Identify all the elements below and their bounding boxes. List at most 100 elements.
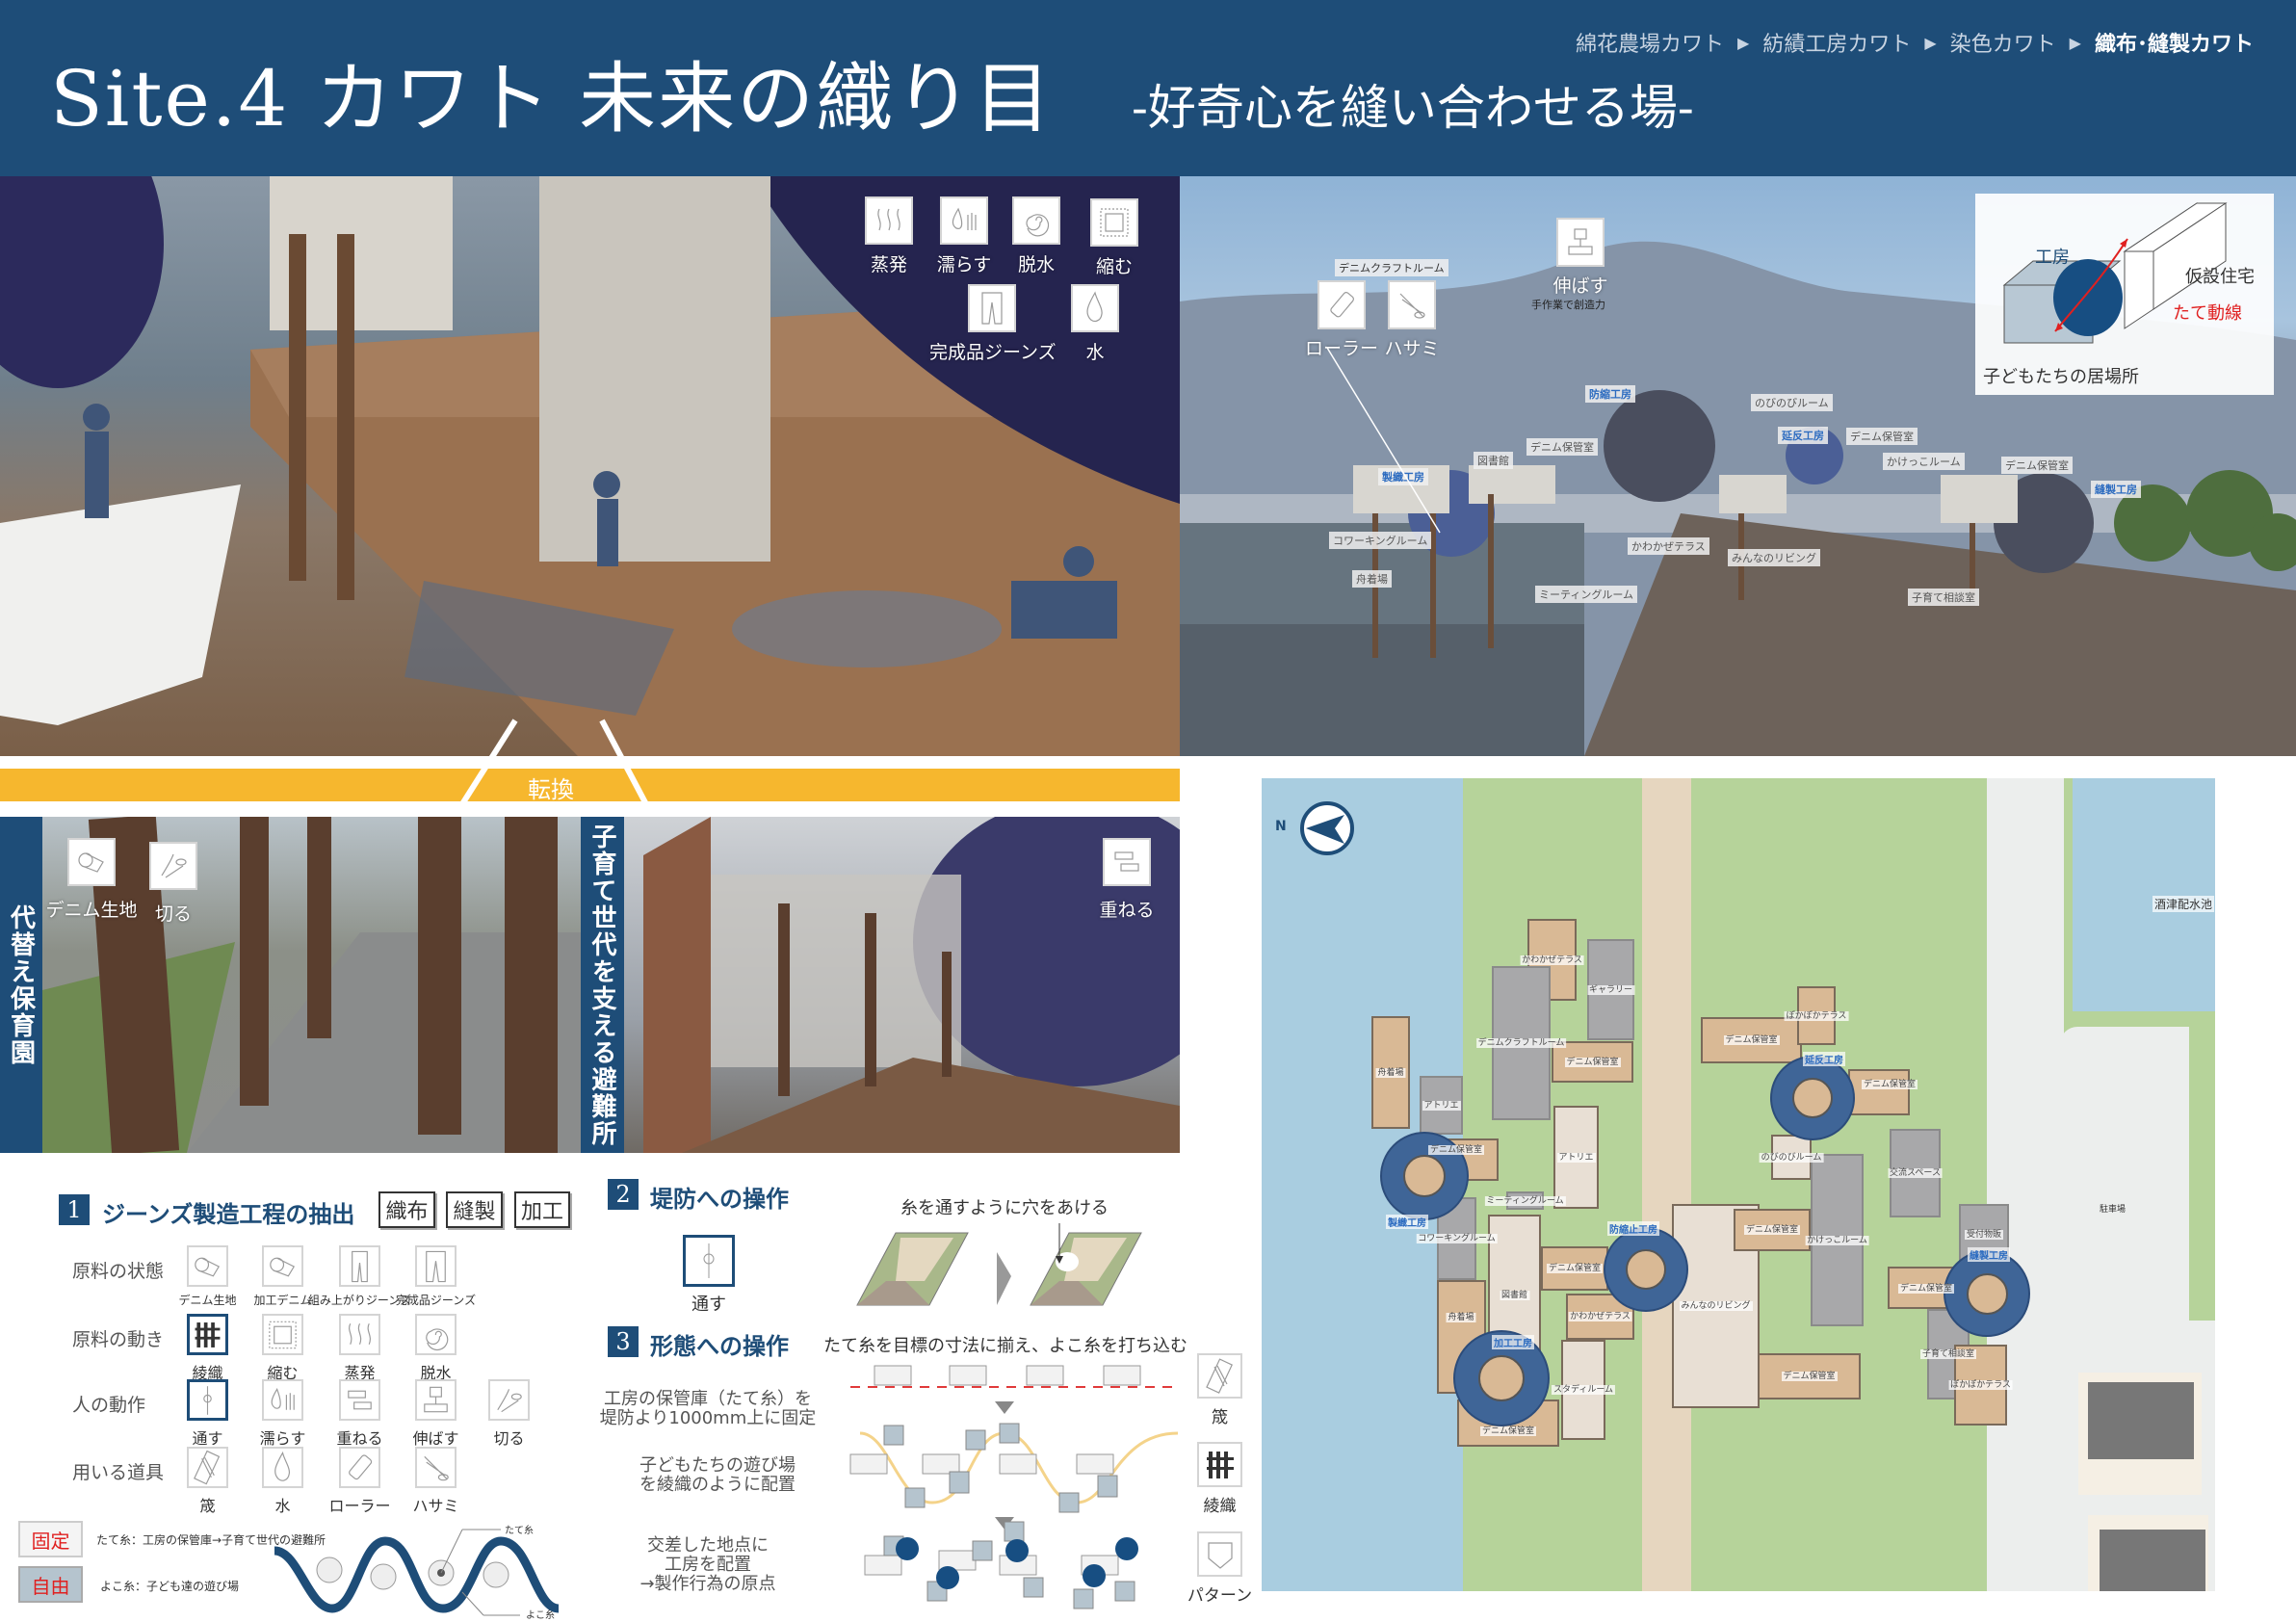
map-room-label: 舟着場 [1446,1313,1476,1322]
map-room-label: かわかぜテラス [1520,955,1584,965]
weave-diagram [274,1529,560,1616]
section-number: 1 [59,1194,90,1225]
workshop-circle[interactable] [1604,1227,1688,1312]
icon-label: デニム生地 [178,1294,237,1307]
render-illustration [0,176,1180,756]
room-label: のびのびルーム [1751,394,1833,411]
icon-label: 水 [274,1497,291,1515]
map-room-label: 交流スペース [1888,1168,1943,1178]
row-label: 人の動作 [72,1395,146,1416]
icon-label: ハサミ [1384,338,1440,359]
pass-icon [187,1379,228,1421]
breadcrumb-item[interactable]: 綿花農場カワト [1576,33,1725,57]
workshop-circle[interactable] [1944,1250,2030,1337]
workshop-core [1626,1249,1666,1290]
workshop-label: 縫製工房 [1968,1247,2010,1262]
icon-label: 加工デニム [253,1294,312,1307]
riverbank-green [1463,778,1642,1591]
icon-label: 綾織 [192,1364,223,1382]
site-plan: 酒津配水池 駐車場 かわかぜテラスギャラリーデニムクラフトルームデニム保管室舟着… [1262,778,2215,1591]
breadcrumb-item[interactable]: 染色カワト [1949,33,2056,57]
stretch-icon [1556,218,1605,267]
dike-path[interactable] [1642,778,1691,1591]
room-label: デニム保管室 [1526,438,1598,456]
weaving-button[interactable]: 織布 [378,1191,435,1228]
room-label: 図書館 [1474,452,1513,469]
room-label: 防縮工房 [1585,385,1635,403]
kids-place-label: 子どもたちの居場所 [1983,367,2139,387]
weft-label: よこ糸 [526,1610,555,1621]
map-room-label: 図書館 [1499,1291,1530,1300]
wet-hand-icon [262,1379,303,1421]
reservoir-label: 酒津配水池 [2152,896,2215,912]
step-text: 子どもたちの遊び場 を綾織のように配置 [639,1455,796,1495]
twill-icon [187,1314,228,1355]
workshop-circle[interactable] [1770,1056,1855,1140]
breadcrumb-item-current[interactable]: 織布･縫製カワト [2094,33,2254,57]
map-room-label: デニム保管室 [1427,1145,1485,1155]
stack-icon [1103,838,1151,886]
map-room-label: 子育て相談室 [1919,1349,1977,1359]
parking-lot[interactable] [2060,1027,2189,1321]
processing-button[interactable]: 加工 [514,1191,570,1228]
shelter-title: 子育て世代を支える避難所 [581,817,624,1153]
icon-label: 縮む [267,1364,299,1382]
stretch-note: 手作業で創造力 [1531,299,1605,311]
row-label: 原料の状態 [72,1261,165,1282]
inset-diagram: 工房 仮設住宅 たて動線 子どもたちの居場所 [1975,194,2274,395]
transition-band: 転換 [0,769,1180,803]
icon-label: 蒸発 [344,1364,376,1382]
render-nursery: デニム生地切る [42,817,581,1153]
room-label: 舟着場 [1352,570,1392,588]
steam-icon [339,1314,380,1355]
map-room-label: アトリエ [1422,1100,1461,1111]
breadcrumb-item[interactable]: 紡績工房カワト [1762,33,1912,57]
dike-caption: 糸を通すように穴をあける [900,1198,1109,1218]
spiral-icon [1012,196,1060,245]
transition-label: 転換 [528,776,574,803]
room-label: 延反工房 [1778,427,1828,444]
workshop-core [1792,1078,1833,1118]
map-room-label: デニム保管室 [1743,1225,1801,1235]
road[interactable] [1987,778,2064,1591]
workshop-label: 製織工房 [1386,1215,1428,1229]
cut-icon [488,1379,530,1421]
room-label: みんなのリビング [1728,549,1820,566]
reed-icon [187,1447,228,1488]
shelter-illustration [643,817,1180,1153]
workshop-core [1966,1272,2008,1315]
north-label: N [1275,819,1287,834]
map-room-label: のびのびルーム [1759,1152,1824,1163]
section-number: 2 [608,1179,639,1210]
wet-hand-icon [940,196,988,245]
icon-label: 蒸発 [870,254,907,275]
render-shelter: 重ねる [624,817,1180,1153]
icon-label: 完成品ジーンズ [929,342,1057,363]
stack-icon [339,1379,380,1421]
nursery-title: 代替え保育園 [0,817,42,1153]
room-label: かけっこルーム [1883,453,1965,470]
icon-label: 切る [154,903,192,925]
form-diagram [849,1365,1179,1609]
flow-label: たて動線 [2173,303,2242,324]
roller-icon [1318,280,1366,329]
map-room[interactable] [1848,1069,1910,1115]
jeans-icon [968,284,1016,332]
icon-label: 伸ばす [1552,275,1608,297]
form-caption: たて糸を目標の寸法に揃え、よこ糸を打ち込む [823,1336,1187,1356]
fabric-roll-icon [67,838,116,886]
icon-label: パターン [1187,1586,1253,1606]
house-roof [2100,1530,2205,1591]
icon-label: 濡らす [936,254,992,275]
breadcrumb: 綿花農場カワト▶ 紡績工房カワト▶ 染色カワト▶ 織布･縫製カワト [1576,27,2254,58]
section-title: ジーンズ製造工程の抽出 [102,1201,355,1228]
section-title: 堤防への操作 [650,1186,789,1213]
fixed-badge: 固定 [18,1521,83,1557]
sewing-button[interactable]: 縫製 [446,1191,503,1228]
step-text: 交差した地点に 工房を配置 →製作行為の原点 [639,1535,776,1594]
page-title: Site.4 カワト 未来の織り目 [50,54,1054,144]
reed-icon [1197,1353,1242,1399]
map-room-label: デニムクラフトルーム [1475,1038,1567,1048]
map-room-label: ギャラリー [1586,984,1635,995]
icon-label: 完成品ジーンズ [395,1294,477,1307]
